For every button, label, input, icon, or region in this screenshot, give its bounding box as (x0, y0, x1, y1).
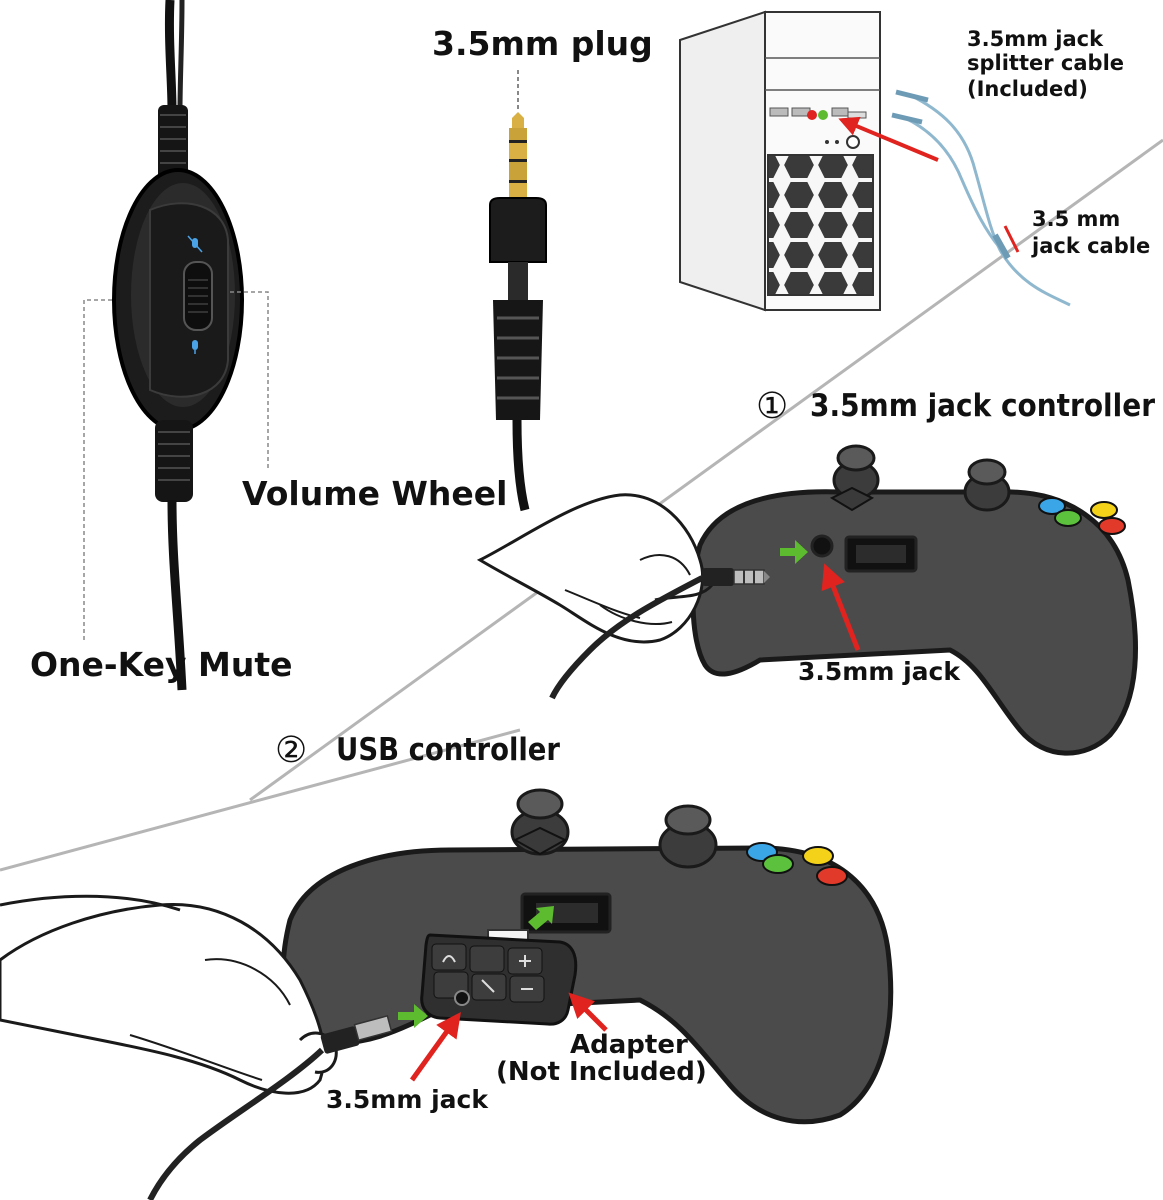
section2-title: USB controller (336, 732, 561, 768)
section1-title: 3.5mm jack controller (810, 388, 1156, 424)
one-key-mute-label: One-Key Mute (30, 645, 293, 684)
plug-1 (549, 568, 770, 700)
section1-jack-label: 3.5mm jack (798, 657, 961, 686)
plug-label: 3.5mm plug (432, 24, 653, 63)
red-arrow-2b (568, 992, 608, 1032)
green-arrow-1 (780, 540, 808, 564)
red-arrow-1 (821, 563, 861, 651)
inline-remote (83, 0, 269, 691)
mic-icon (192, 340, 198, 354)
divider-line-lower (0, 728, 521, 872)
controller-1 (690, 444, 1138, 756)
section2-number: ② (275, 730, 307, 771)
audio-plug (489, 112, 547, 512)
button-red (1098, 517, 1126, 535)
section1-number: ① (756, 386, 788, 427)
green-arrow-2a (528, 906, 554, 930)
stereo-headset-adapter (420, 929, 578, 1026)
pc-tower (679, 10, 939, 312)
button-yellow (802, 846, 834, 866)
splitter-label-line2: splitter cable (967, 51, 1124, 75)
volume-wheel-label: Volume Wheel (242, 474, 507, 513)
button-green (762, 854, 794, 874)
button-green (1054, 509, 1082, 527)
mute-mic-icon (187, 235, 203, 253)
controller-1-headset-jack (810, 534, 834, 558)
adapter-label-line2: (Not Included) (496, 1057, 707, 1087)
splitter-label-line3: (Included) (967, 77, 1088, 101)
volume-plus-icon (519, 955, 531, 967)
pc-audio-port-red (807, 110, 817, 120)
green-arrow-2b (398, 1004, 428, 1028)
jack-cable-arrow (1003, 225, 1020, 253)
plug-2 (147, 1014, 393, 1200)
divider-line-upper (249, 138, 1163, 802)
hand-2 (0, 894, 338, 1095)
section2-jack-label: 3.5mm jack (326, 1085, 489, 1114)
splitter-label-line1: 3.5mm jack (967, 27, 1104, 51)
button-blue (1038, 497, 1066, 515)
jack-cable-label-line1: 3.5 mm (1032, 207, 1120, 231)
hand-1 (476, 493, 714, 644)
mute-mic-icon (481, 979, 495, 993)
button-yellow (1090, 501, 1118, 519)
adapter-headset-jack (454, 990, 470, 1006)
headphone-icon (442, 955, 456, 963)
button-red (816, 866, 848, 886)
jack-cable-label-line2: jack cable (1031, 234, 1150, 258)
red-arrow-2a (409, 1011, 461, 1082)
pc-port-arrow (838, 116, 939, 162)
pc-audio-port-green (818, 110, 828, 120)
adapter-label-line1: Adapter (570, 1030, 688, 1060)
splitter-cable (891, 89, 1071, 307)
